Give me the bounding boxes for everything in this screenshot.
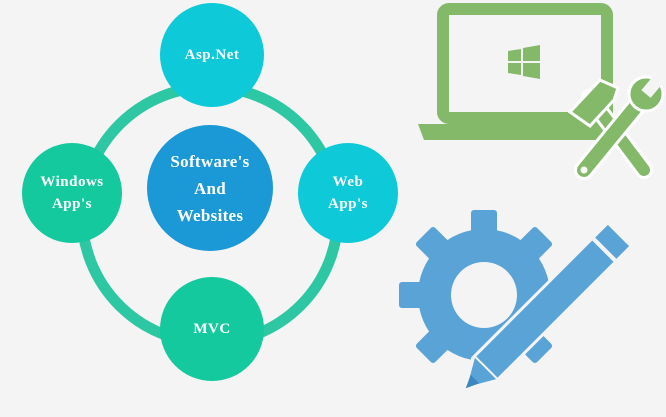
node-mvc-label: MVC bbox=[193, 321, 231, 337]
node-web-apps: Web App's bbox=[298, 143, 398, 243]
center-node: Software's And Websites bbox=[147, 125, 273, 251]
node-windows-apps-label: Windows App's bbox=[40, 174, 104, 212]
node-mvc: MVC bbox=[160, 277, 264, 381]
hammer-wrench-icon bbox=[567, 73, 665, 180]
center-node-circle bbox=[147, 125, 273, 251]
node-web-apps-label: Web App's bbox=[327, 174, 369, 212]
node-windows-apps-circle bbox=[22, 143, 122, 243]
node-windows-apps: Windows App's bbox=[22, 143, 122, 243]
node-mvc-circle bbox=[160, 277, 264, 381]
center-node-label: Software's And Websites bbox=[170, 151, 250, 225]
pencil-icon bbox=[462, 224, 630, 392]
node-asp-net-label: Asp.Net bbox=[184, 47, 240, 63]
node-asp-net-circle bbox=[160, 3, 264, 107]
windows-logo-icon bbox=[508, 45, 540, 79]
node-web-apps-circle bbox=[298, 143, 398, 243]
laptop-icon bbox=[418, 3, 622, 140]
node-asp-net: Asp.Net bbox=[162, 5, 262, 105]
